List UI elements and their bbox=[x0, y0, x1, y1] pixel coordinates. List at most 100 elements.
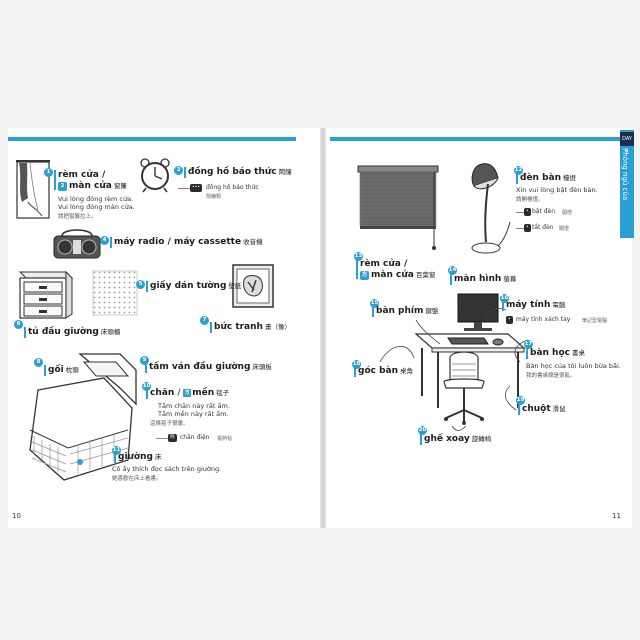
headboard-chinese: 床頭板 bbox=[252, 363, 272, 371]
keyboard-word-text: bàn phím bbox=[376, 306, 424, 316]
chair-chinese: 旋轉椅 bbox=[471, 435, 492, 443]
blanket-chinese: 毯子 bbox=[216, 389, 230, 397]
blanket-accent-bar bbox=[146, 388, 148, 399]
pillow-accent-bar bbox=[44, 365, 46, 376]
painting-illustration bbox=[232, 264, 274, 308]
curtain-chinese: 窗簾 bbox=[113, 182, 127, 190]
desk-example-1: Bàn học của tôi luôn bừa bãi. bbox=[526, 362, 621, 370]
lamp-hint-connector-2 bbox=[516, 228, 524, 229]
painting-number: 7 bbox=[200, 316, 209, 325]
mouse-word-text: chuột bbox=[522, 404, 551, 414]
blanket-alt-badge: 方 bbox=[183, 388, 192, 397]
painting-chinese: 畫（像） bbox=[264, 323, 291, 331]
blanket-number: 10 bbox=[142, 382, 151, 391]
lamp-example-chinese: 請開檯燈。 bbox=[516, 197, 544, 203]
corner-number: 18 bbox=[352, 360, 361, 369]
bed-word-text: giường bbox=[118, 452, 153, 462]
keyboard-chinese: 鍵盤 bbox=[425, 307, 439, 315]
chair-accent-bar bbox=[420, 434, 422, 445]
alarm-hint-tag: ••• bbox=[190, 184, 202, 192]
blanket-word-a: chăn bbox=[150, 388, 175, 398]
alarm-hint: đồng hồ báo thức bbox=[206, 184, 259, 191]
curtain-accent-bar bbox=[54, 170, 56, 190]
lamp-hint-1: bật đèn bbox=[532, 208, 556, 215]
blanket-word-b: mền bbox=[192, 388, 215, 398]
alarm-number: 3 bbox=[174, 166, 183, 175]
desk-leader-lines bbox=[379, 300, 529, 431]
headboard-number: 9 bbox=[140, 356, 149, 365]
blind-number: 13 bbox=[354, 252, 363, 261]
wallpaper-accent-bar bbox=[146, 281, 148, 292]
desk-lamp-illustration bbox=[471, 163, 511, 254]
nightstand-illustration bbox=[18, 270, 74, 319]
desk-word-text: bàn học bbox=[530, 348, 570, 358]
nightstand-accent-bar bbox=[24, 327, 26, 338]
nightstand-number: 6 bbox=[14, 320, 23, 329]
lamp-hint-2: tắt đèn bbox=[532, 224, 554, 231]
computer-hint-chinese: 筆記型電腦 bbox=[582, 318, 608, 324]
blind-illustration bbox=[357, 165, 439, 250]
bed-number: 11 bbox=[112, 446, 121, 455]
chair-word-text: ghế xoay bbox=[424, 434, 470, 444]
wallpaper-illustration bbox=[92, 270, 138, 316]
alarm-hint-chinese: 鬧鐘類 bbox=[206, 194, 222, 200]
curtain-alt-badge: 2 bbox=[58, 182, 67, 191]
lamp-accent-bar bbox=[516, 173, 518, 184]
curtain-example-1: Vui lòng đóng rèm cửa. bbox=[58, 195, 134, 203]
bed-example-chinese: 她喜歡在床上看書。 bbox=[112, 476, 162, 482]
blanket-hint-tag: 例 bbox=[168, 434, 177, 442]
bed-example-1: Cô ấy thích đọc sách trên giường. bbox=[112, 465, 222, 473]
radio-word-text: máy radio / máy cassette bbox=[114, 237, 242, 247]
lamp-hint-2-chinese: 關燈 bbox=[559, 226, 570, 232]
corner-word-text: góc bàn bbox=[358, 366, 399, 376]
headboard-word-text: tấm ván đầu giường bbox=[149, 362, 251, 372]
headboard-accent-bar bbox=[145, 362, 147, 373]
radio-number: 4 bbox=[100, 236, 109, 245]
curtain-illustration bbox=[16, 160, 50, 219]
blind-chinese: 百葉窗 bbox=[415, 271, 436, 279]
alarm-chinese: 鬧鐘 bbox=[278, 168, 292, 176]
blind-accent-bar bbox=[356, 259, 358, 279]
curtain-word-a: rèm cửa / bbox=[58, 170, 106, 180]
book-gutter bbox=[320, 128, 326, 528]
right-page-number: 11 bbox=[612, 512, 621, 520]
blanket-hint-chinese: 電熱毯 bbox=[217, 436, 233, 442]
keyboard-accent-bar bbox=[372, 306, 374, 317]
alarm-hint-connector bbox=[178, 188, 190, 189]
desk-accent-bar bbox=[526, 348, 528, 359]
lamp-hint-tag-1: • bbox=[524, 208, 531, 216]
bed-illustration bbox=[29, 353, 137, 481]
mouse-accent-bar bbox=[518, 404, 520, 415]
lamp-chinese: 檯燈 bbox=[563, 174, 577, 182]
desk-example-chinese: 我的書桌總是很亂。 bbox=[526, 373, 576, 379]
blind-word-a: rèm cửa / bbox=[360, 259, 408, 269]
curtain-example-chinese: 請把窗簾拉上。 bbox=[58, 214, 97, 220]
blind-word-b-text: màn cửa bbox=[371, 270, 414, 280]
nightstand-chinese: 床頭櫃 bbox=[100, 328, 121, 336]
computer-hint: máy tính xách tay bbox=[516, 316, 571, 323]
radio-illustration bbox=[53, 229, 101, 259]
monitor-chinese: 螢幕 bbox=[503, 275, 517, 283]
chapter-side-tab[interactable]: DAY 1 Phòng ngủ của bbox=[620, 130, 634, 238]
curtain-word-b-text: màn cửa bbox=[69, 181, 112, 191]
desk-number: 17 bbox=[524, 340, 533, 349]
lamp-example-1: Xin vui lòng bật đèn bàn. bbox=[516, 186, 598, 194]
lamp-number: 12 bbox=[514, 166, 523, 175]
mouse-number: 19 bbox=[516, 396, 525, 405]
lamp-hint-tag-2: • bbox=[524, 224, 531, 232]
